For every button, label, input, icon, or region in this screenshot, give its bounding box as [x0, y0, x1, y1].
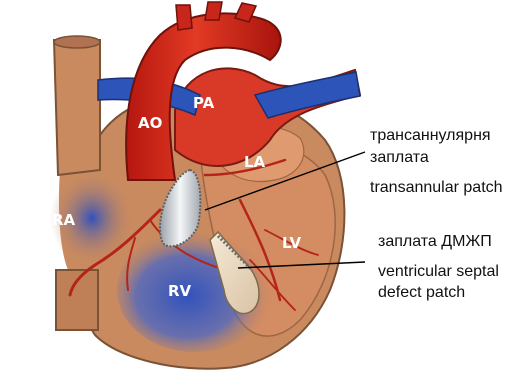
svc-opening: [54, 36, 100, 48]
vsd-label-en-line2: defect patch: [378, 283, 465, 303]
label-rv: RV: [168, 282, 192, 300]
label-pa: PA: [193, 94, 215, 112]
transannular-label-uk-line1: трансаннулярня: [370, 126, 491, 146]
label-la: LA: [244, 153, 266, 171]
label-lv: LV: [282, 234, 301, 252]
vsd-label-en-line1: ventricular septal: [378, 262, 499, 282]
aortic-branch-2: [205, 2, 222, 20]
vsd-label-uk: заплата ДМЖП: [378, 232, 492, 252]
transannular-label-en: transannular patch: [370, 178, 503, 198]
transannular-label-uk-line2: заплата: [370, 148, 429, 168]
aortic-branch-1: [176, 5, 192, 30]
label-ao: AO: [138, 114, 162, 132]
label-ra: RA: [52, 211, 76, 229]
vena-cava: [54, 40, 100, 175]
